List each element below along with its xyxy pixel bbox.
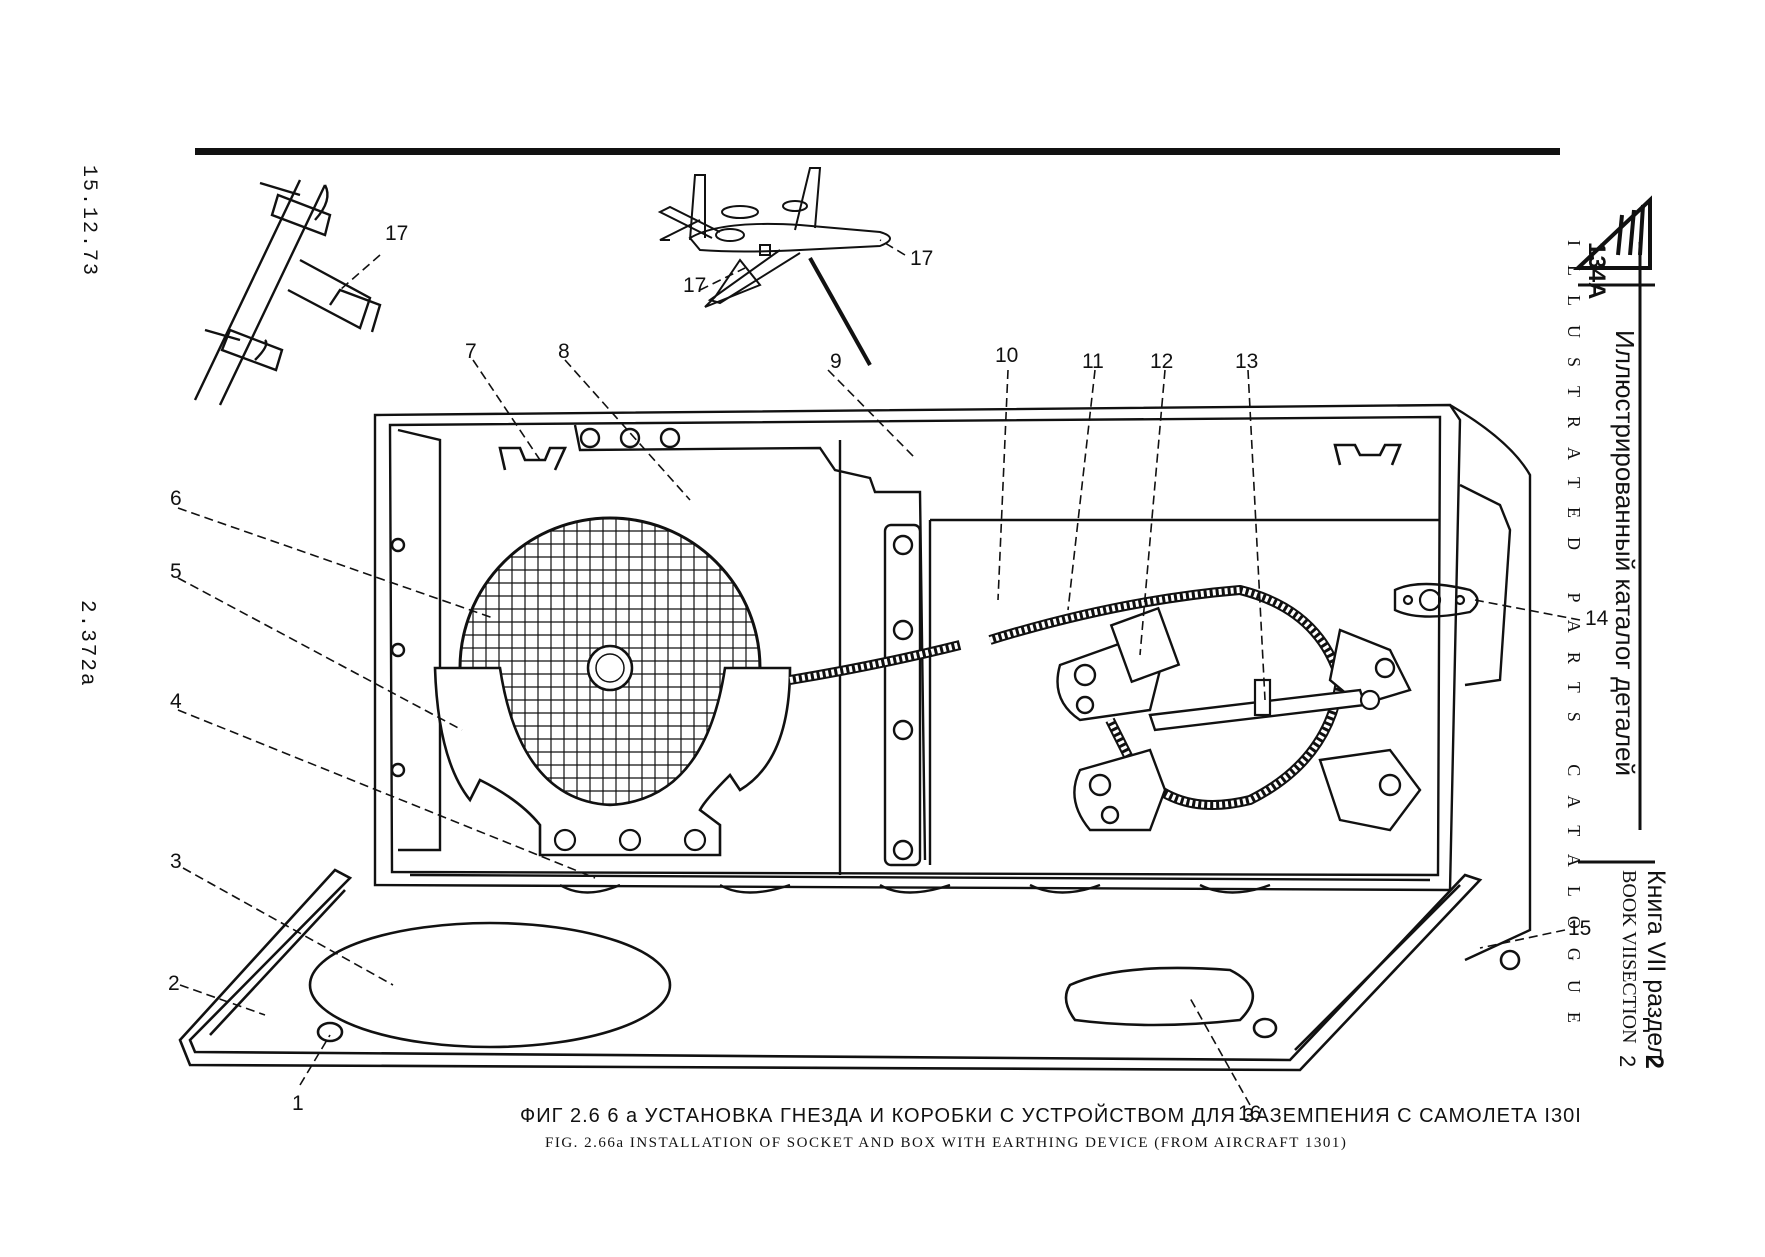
lid-pad-large — [308, 921, 672, 1049]
box-body — [373, 403, 1532, 962]
callout-17-aircraft-left: 17 — [683, 274, 706, 297]
callout-16: 16 — [1238, 1102, 1261, 1125]
spring-clip-top-right — [1333, 443, 1402, 466]
lid-pad-small — [1064, 966, 1255, 1027]
spring-clip-top-left — [498, 446, 568, 471]
header-rule — [195, 148, 1560, 155]
callout-14: 14 — [1585, 607, 1609, 630]
callout-17-clip: 17 — [385, 222, 408, 245]
callout-9: 9 — [830, 350, 842, 373]
leader-lines — [177, 239, 1581, 1106]
callout-1: 1 — [292, 1092, 304, 1115]
callout-10: 10 — [995, 344, 1018, 367]
callout-12: 12 — [1150, 350, 1173, 373]
callout-7: 7 — [465, 340, 477, 363]
figure-caption-en: FIG. 2.66a INSTALLATION OF SOCKET AND BO… — [545, 1135, 1348, 1151]
callout-4: 4 — [170, 690, 182, 713]
retainer-ring — [433, 666, 792, 857]
callout-6: 6 — [170, 487, 182, 510]
callout-3: 3 — [170, 850, 182, 873]
callout-2: 2 — [168, 972, 180, 995]
callout-5: 5 — [170, 560, 182, 583]
box-lid — [178, 868, 1521, 1072]
callout-11: 11 — [1082, 350, 1104, 373]
callout-15: 15 — [1568, 917, 1591, 940]
clip-detail — [193, 179, 382, 406]
aircraft-silhouette — [657, 167, 891, 366]
callout-17-aircraft-right: 17 — [910, 247, 933, 270]
cable-clamps — [1056, 606, 1422, 832]
callout-13: 13 — [1235, 350, 1258, 373]
socket-bracket — [1393, 582, 1479, 618]
callout-8: 8 — [558, 340, 570, 363]
earthing-cable — [789, 640, 962, 685]
figure-caption-ru: ФИГ 2.6 6 а УСТАНОВКА ГНЕЗДА И КОРОБКИ С… — [520, 1105, 1582, 1127]
